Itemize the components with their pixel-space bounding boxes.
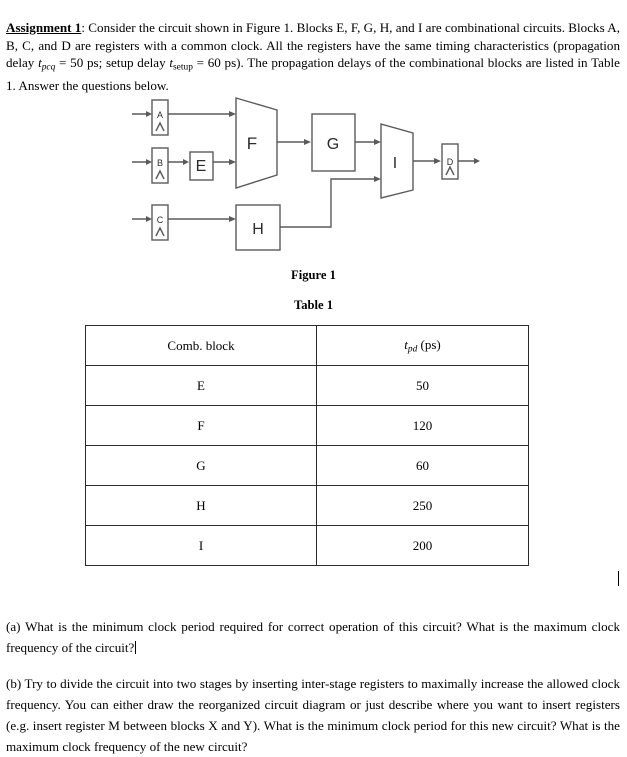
block-g-label: G — [327, 136, 339, 153]
arrowhead-e-to-f — [229, 159, 236, 165]
register-a-clock-icon — [155, 121, 165, 132]
cell-tpd-h: 250 — [316, 485, 529, 526]
register-a-label: A — [157, 110, 163, 120]
intro-text-part-2: = 50 ps; setup delay — [55, 54, 170, 70]
assignment-heading: Assignment 1 — [6, 20, 82, 36]
block-f-trapezoid — [235, 97, 278, 189]
table-row: I 200 — [85, 525, 529, 566]
cell-tpd-e: 50 — [316, 365, 529, 406]
register-b-label: B — [157, 158, 163, 168]
margin-cursor-mark — [618, 571, 619, 586]
table-1-caption: Table 1 — [293, 298, 334, 312]
arrowhead-h-to-i — [374, 176, 381, 182]
wire-h-to-i — [280, 178, 378, 228]
header-tpd-unit: (ps) — [420, 336, 441, 352]
header-tpd-subscript: pd — [407, 344, 418, 355]
register-a-box — [151, 99, 169, 136]
arrowhead-a-to-f — [229, 111, 236, 117]
circuit-diagram: A B C D E F G H I — [0, 88, 627, 268]
tpcq-subscript: pcq — [41, 62, 56, 73]
tpcq-symbol: t — [38, 54, 42, 70]
arrowhead-f-to-g — [304, 139, 311, 145]
table-row: H 250 — [85, 485, 529, 526]
arrowhead-b-to-e — [183, 159, 189, 165]
arrowhead-input-c — [146, 216, 152, 222]
arrowhead-input-a — [146, 111, 152, 117]
tsetup-subscript: setup — [173, 62, 193, 73]
figure-1-caption: Figure 1 — [291, 268, 336, 282]
propagation-delay-table: Comb. block tpd (ps) E 50 F 120 G 60 H — [85, 325, 529, 566]
cell-tpd-g: 60 — [316, 445, 529, 486]
cell-block-e: E — [85, 365, 317, 406]
cell-block-g: G — [85, 445, 317, 486]
cell-block-i: I — [85, 525, 317, 566]
intro-text-part-1: : Consider the circuit shown in Figure 1… — [6, 20, 620, 70]
register-c-box — [151, 204, 169, 241]
assignment-intro-paragraph: Assignment 1: Consider the circuit shown… — [6, 19, 620, 94]
arrowhead-input-b — [146, 159, 152, 165]
intro-text-part-3: = 60 ps). The propagation delays of the … — [6, 54, 620, 93]
block-h-label: H — [252, 221, 264, 238]
arrowhead-c-to-h — [229, 216, 236, 222]
table-header-row: Comb. block tpd (ps) — [85, 325, 529, 366]
register-d-label: D — [447, 157, 454, 167]
block-e-label: E — [196, 158, 207, 175]
text-cursor — [135, 641, 137, 655]
arrowhead-g-to-i — [374, 139, 381, 145]
cell-block-h: H — [85, 485, 317, 526]
cell-tpd-f: 120 — [316, 405, 529, 446]
cell-tpd-i: 200 — [316, 525, 529, 566]
block-i-label: I — [393, 155, 397, 172]
register-c-clock-icon — [155, 226, 165, 237]
question-b: (b) Try to divide the circuit into two s… — [6, 676, 620, 755]
table-row: F 120 — [85, 405, 529, 446]
header-tpd-symbol: t — [404, 336, 408, 352]
block-f-label: F — [247, 134, 257, 153]
tsetup-symbol: t — [169, 54, 174, 70]
register-d-clock-icon — [445, 165, 455, 176]
question-a-text: (a) What is the minimum clock period req… — [6, 619, 620, 656]
question-a: (a) What is the minimum clock period req… — [6, 616, 620, 658]
table-row: G 60 — [85, 445, 529, 486]
arrowhead-i-to-d — [434, 158, 441, 164]
register-c-label: C — [157, 215, 164, 225]
arrowhead-output-d — [474, 158, 480, 164]
register-b-box — [151, 147, 169, 184]
delay-table-wrapper: Comb. block tpd (ps) E 50 F 120 G 60 H — [85, 325, 529, 566]
register-b-clock-icon — [155, 169, 165, 180]
header-comb-block: Comb. block — [85, 325, 317, 366]
block-i-trapezoid — [380, 123, 414, 199]
table-row: E 50 — [85, 365, 529, 406]
cell-block-f: F — [85, 405, 317, 446]
block-e-box — [189, 151, 214, 181]
header-tpd: tpd (ps) — [316, 325, 529, 366]
